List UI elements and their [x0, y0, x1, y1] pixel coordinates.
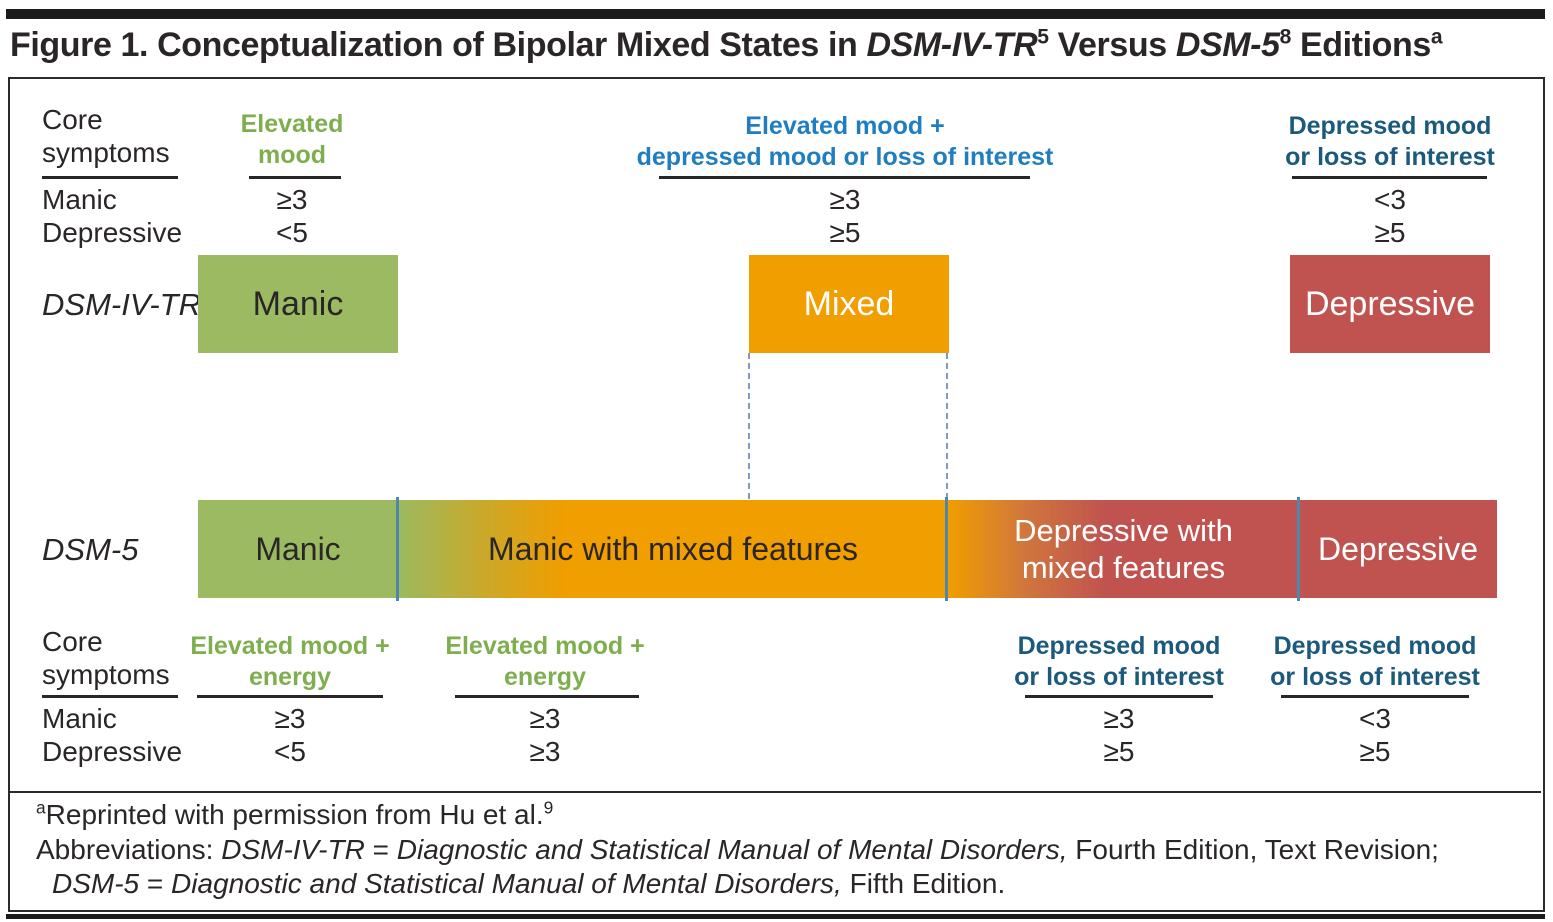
footnote-abbrev-dsm5: DSM-5 = Diagnostic and Statistical Manua… — [52, 868, 1006, 899]
top-underline-col3 — [1292, 176, 1487, 179]
footnote-divider — [8, 791, 1541, 793]
dsm-iv-tr-row-label: DSM-IV-TR — [42, 287, 201, 322]
top-col-elevated-mood-header: Elevated mood — [240, 110, 344, 169]
bottom-depressive-col-a-value: <5 — [274, 736, 306, 767]
dsm-iv-tr-mixed-box-label: Mixed — [803, 284, 895, 323]
abbrev-dsm-5: DSM-5 — [52, 868, 140, 899]
top-underline-row-header — [42, 176, 178, 179]
footnote-ref-9: 9 — [543, 797, 554, 818]
bottom-col-a-header: Elevated mood + energy — [190, 632, 390, 691]
bottom-underline-col-a — [197, 695, 383, 698]
title-lead: Figure 1. Conceptualization of Bipolar M… — [10, 26, 867, 64]
top-manic-col2-value: ≥3 — [829, 184, 861, 215]
title-dsm-5: DSM-5 — [1175, 26, 1280, 64]
top-manic-col1-value: ≥3 — [276, 184, 308, 215]
dsm-5-manic-mixed-segment: Manic with mixed features — [398, 500, 948, 598]
footnote-abbrev-dsm4: Abbreviations: DSM-IV-TR = Diagnostic an… — [36, 834, 1439, 865]
mixed-left-dashed-line — [748, 353, 750, 499]
top-col-elevated-plus-depressed-header: Elevated mood + depressed mood or loss o… — [636, 112, 1054, 171]
footnote-reprint: aReprinted with permission from Hu et al… — [36, 797, 554, 830]
top-rule — [6, 9, 1545, 19]
top-underline-col2 — [659, 176, 1030, 179]
dsm-iv-tr-depressive-box-label: Depressive — [1304, 284, 1476, 323]
bottom-col-d-header: Depressed mood or loss of interest — [1270, 632, 1480, 691]
footnote-a-marker: a — [36, 797, 46, 818]
dsm-5-depressive-segment-label: Depressive — [1317, 530, 1479, 567]
dsm-iv-tr-manic-box-label: Manic — [252, 284, 344, 323]
dsm-5-manic-segment-label: Manic — [255, 530, 341, 567]
figure-title: Figure 1. Conceptualization of Bipolar M… — [10, 25, 1443, 65]
dsm-5-manic-mixed-segment-label: Manic with mixed features — [488, 530, 858, 567]
bottom-col-c-header: Depressed mood or loss of interest — [1014, 632, 1224, 691]
bottom-depressive-col-c-value: ≥5 — [1103, 736, 1135, 767]
dsm-5-row-label: DSM-5 — [42, 532, 139, 567]
dsm-5-depressive-mixed-segment-label: Depressive with mixed features — [1014, 513, 1233, 585]
top-core-symptoms-label: Core symptoms — [42, 104, 170, 168]
top-underline-col1 — [249, 176, 341, 179]
dsm-5-depressive-segment: Depressive — [1299, 500, 1497, 598]
top-col-depressed-mood-header: Depressed mood or loss of interest — [1285, 112, 1495, 171]
dsm-5-divider-1 — [396, 497, 399, 601]
dsm-iv-tr-mixed-box: Mixed — [749, 255, 949, 353]
bottom-depressive-col-b-value: ≥3 — [529, 736, 561, 767]
abbrev-dsm5-book-title: Diagnostic and Statistical Manual of Men… — [171, 868, 842, 899]
top-row-manic-label: Manic — [42, 184, 117, 215]
bottom-core-symptoms-label: Core symptoms — [42, 626, 170, 690]
dsm-5-divider-2 — [945, 497, 948, 601]
title-footnote-a: a — [1430, 25, 1443, 49]
dsm-iv-tr-depressive-box: Depressive — [1290, 255, 1490, 353]
bottom-underline-row-header — [42, 695, 178, 698]
bottom-col-b-header: Elevated mood + energy — [445, 632, 645, 691]
bottom-manic-col-d-value: <3 — [1359, 703, 1391, 734]
bottom-underline-col-b — [455, 695, 639, 698]
abbrev-dsm-iv-tr: DSM-IV-TR — [221, 834, 365, 865]
bottom-underline-col-d — [1281, 695, 1469, 698]
dsm-iv-tr-manic-box: Manic — [198, 255, 398, 353]
bottom-row-depressive-label: Depressive — [42, 736, 183, 767]
top-depressive-col2-value: ≥5 — [829, 217, 861, 248]
bottom-depressive-col-d-value: ≥5 — [1359, 736, 1391, 767]
top-manic-col3-value: <3 — [1374, 184, 1406, 215]
title-ref-5: 5 — [1037, 25, 1049, 49]
top-row-depressive-label: Depressive — [42, 217, 183, 248]
abbrev-dsm4-book-title: Diagnostic and Statistical Manual of Men… — [396, 834, 1068, 865]
bottom-underline-col-c — [1025, 695, 1213, 698]
title-tail: Editions — [1290, 26, 1431, 64]
bottom-rule — [6, 914, 1545, 919]
title-ref-8: 8 — [1279, 25, 1292, 49]
top-depressive-col3-value: ≥5 — [1374, 217, 1406, 248]
figure-frame — [8, 77, 1545, 912]
bottom-manic-col-b-value: ≥3 — [529, 703, 561, 734]
bottom-manic-col-c-value: ≥3 — [1103, 703, 1135, 734]
bottom-row-manic-label: Manic — [42, 703, 117, 734]
dsm-5-divider-3 — [1297, 497, 1300, 601]
title-dsm-iv-tr: DSM-IV-TR — [866, 26, 1038, 64]
top-depressive-col1-value: <5 — [276, 217, 308, 248]
dsm-5-manic-segment: Manic — [198, 500, 398, 598]
title-versus: Versus — [1048, 26, 1176, 64]
bottom-manic-col-a-value: ≥3 — [274, 703, 306, 734]
dsm-5-depressive-mixed-segment: Depressive with mixed features — [948, 500, 1299, 598]
mixed-right-dashed-line — [946, 353, 948, 499]
